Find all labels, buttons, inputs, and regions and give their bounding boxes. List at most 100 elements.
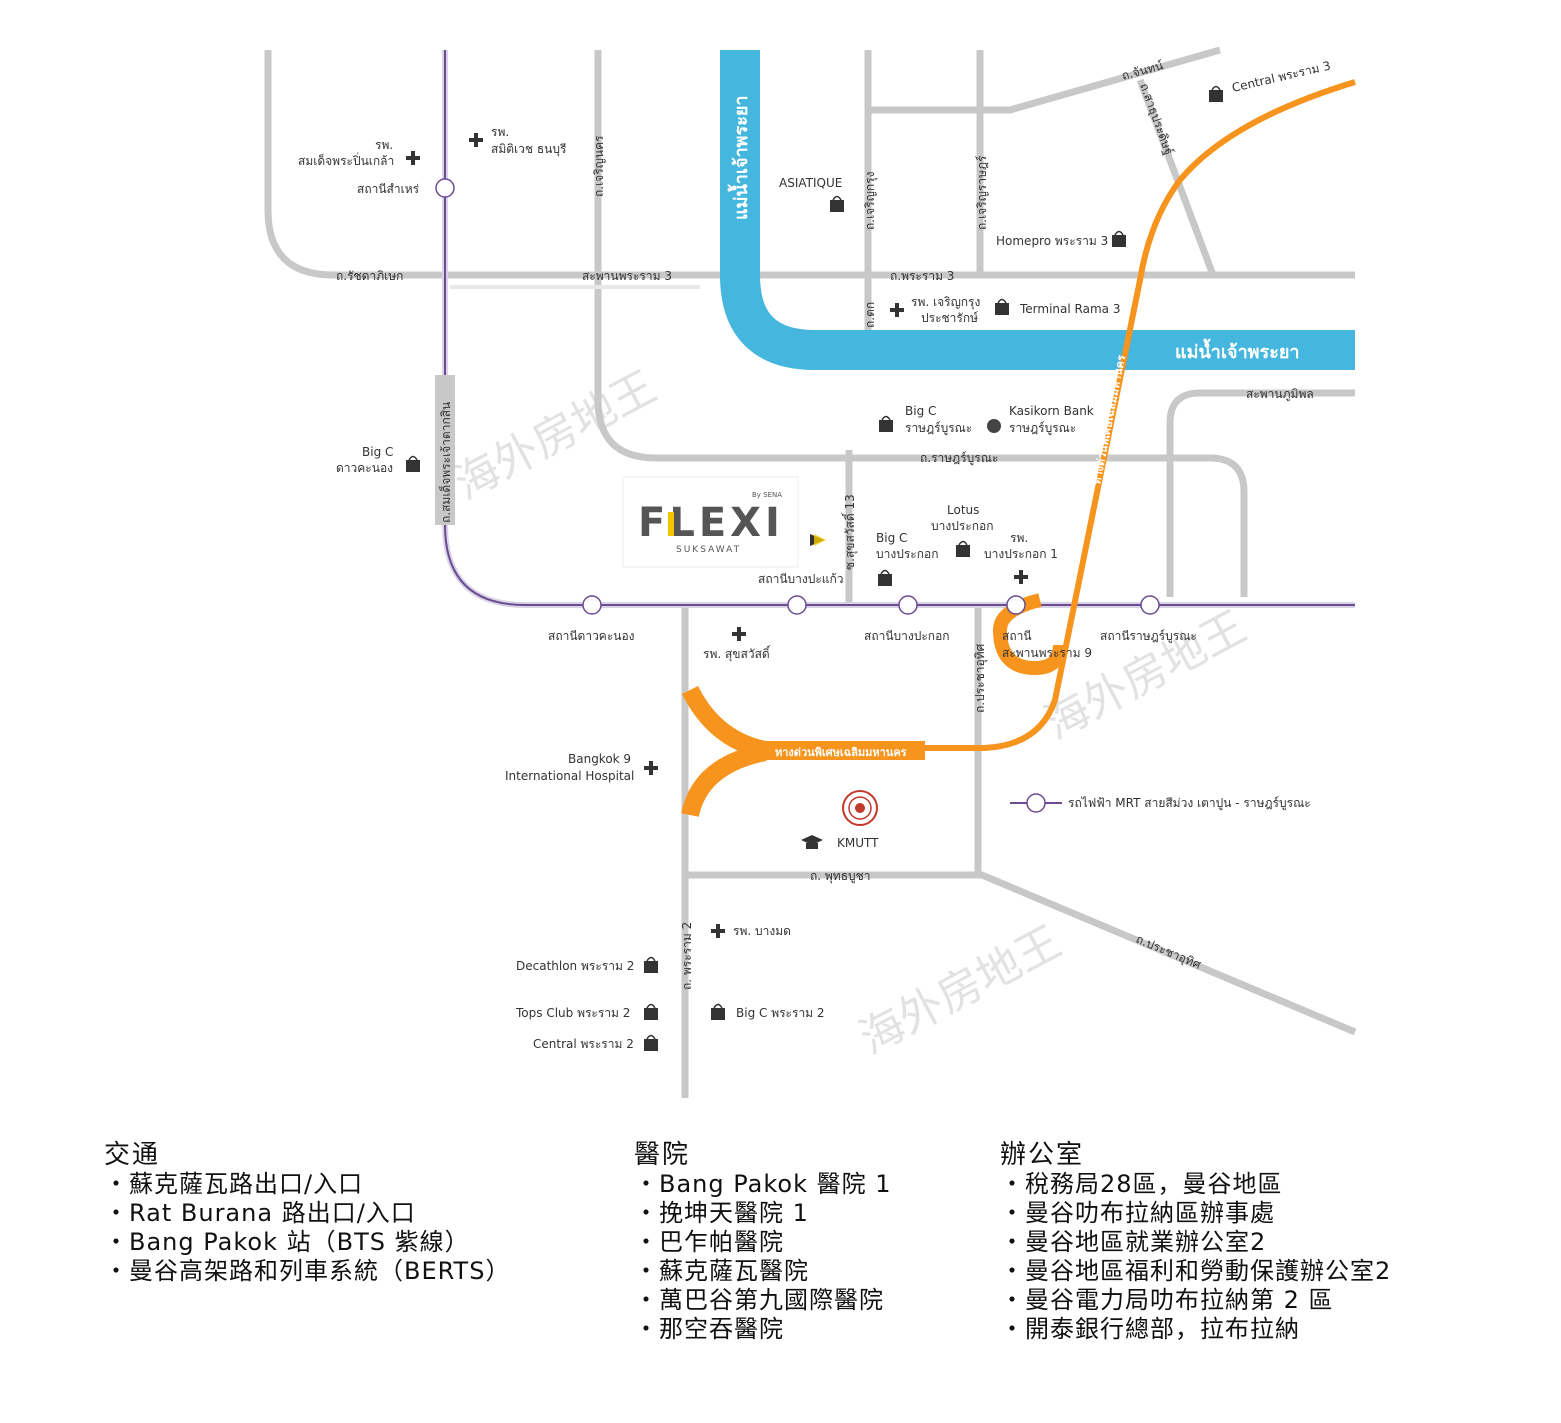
hospital-icon	[406, 151, 420, 165]
label-homepro-rama3: Homepro พระราม 3	[996, 234, 1108, 248]
list-item: ・蘇克薩瓦醫院	[634, 1257, 809, 1285]
road-charoen-nakhon: ถ.เจริญนคร	[592, 135, 606, 197]
list-item: ・Bang Pakok 醫院 1	[634, 1170, 892, 1198]
list-item: ・萬巴谷第九國際醫院	[634, 1286, 884, 1314]
road-phutthabucha: ถ. พุทธบูชา	[810, 869, 871, 884]
station-bangpakaeo	[787, 595, 807, 615]
label-hosp-somdet-1: รพ.	[375, 138, 393, 152]
label-central-rama2: Central พระราม 2	[533, 1037, 634, 1051]
label-asiatique: ASIATIQUE	[779, 176, 842, 190]
river	[720, 50, 1355, 370]
shopping-bag-icon	[406, 455, 420, 472]
legend-hospital: 醫院 ・Bang Pakok 醫院 1 ・挽坤天醫院 1 ・巴乍帕醫院 ・蘇克薩…	[634, 1140, 892, 1344]
shopping-bag-icon	[644, 1034, 658, 1051]
label-central-rama3: Central พระราม 3	[1231, 59, 1332, 95]
place-labels: Central พระราม 3 Homepro พระราม 3 ASIATI…	[298, 59, 1332, 1051]
road-rama3: ถ.พระราม 3	[890, 269, 954, 283]
label-st-bangpakaeo: สถานีบางปะแก้ว	[758, 572, 844, 586]
label-bigc-daokanong-2: ดาวคะนอง	[336, 461, 393, 475]
label-hosp-samitivej-1: รพ.	[491, 125, 509, 139]
list-item: ・巴乍帕醫院	[634, 1228, 784, 1256]
project-logo: By SENA FLEXI SUKSAWAT	[622, 476, 826, 568]
expressway	[925, 79, 1356, 751]
label-bigc-rama2: Big C พระราม 2	[736, 1006, 825, 1020]
label-hosp-bangpakok1-2: บางประกอก 1	[984, 547, 1058, 561]
road-tok: ถ.ตก	[863, 302, 877, 328]
label-st-bangpakok: สถานีบางปะกอก	[864, 629, 950, 643]
list-item: ・曼谷地區福利和勞動保護辦公室2	[1000, 1257, 1392, 1285]
station-rama9bridge	[1006, 595, 1026, 615]
expressway-interchange	[681, 685, 925, 818]
hospital-icons	[406, 133, 1028, 938]
list-item: ・曼谷電力局叻布拉納第 2 區	[1000, 1286, 1334, 1314]
station-daokanong	[582, 595, 602, 615]
label-hosp-somdet-2: สมเด็จพระปิ่นเกล้า	[298, 152, 394, 168]
mrt-legend-station-icon	[1026, 793, 1046, 813]
legend-office: 辦公室 ・稅務局28區，曼谷地區 ・曼谷叻布拉納區辦事處 ・曼谷地區就業辦公室2…	[1000, 1140, 1391, 1344]
label-kbank-2: ราษฎร์บูรณะ	[1009, 421, 1076, 436]
shopping-bag-icon	[644, 1003, 658, 1020]
expressway-label-bg	[765, 742, 925, 760]
station-samre	[435, 178, 455, 198]
mrt-line	[442, 50, 1355, 608]
label-samre-station: สถานีสำเหร่	[357, 182, 420, 196]
label-st-ratburana: สถานีราษฎร์บูรณะ	[1100, 629, 1197, 644]
road-somdet-taksin: ถ.สมเด็จพระเจ้าตากสิน	[438, 402, 453, 523]
road-bridge-rama3: สะพานพระราม 3	[582, 269, 672, 283]
road-charoen-krung: ถ.เจริญกรุง	[863, 172, 878, 230]
label-hosp-charoenkrung-1: รพ. เจริญกรุง	[911, 295, 980, 310]
shopping-bag-icon	[956, 540, 970, 557]
river-label-horizontal: แม่น้ำเจ้าพระยา	[1175, 338, 1300, 363]
label-st-daokanong: สถานีดาวคะนอง	[548, 629, 635, 643]
legend: 交通 ・蘇克薩瓦路出口/入口 ・Rat Burana 路出口/入口 ・Bang …	[0, 1140, 1561, 1423]
location-map: 海外房地王 海外房地王 海外房地王 แม่น้ำเจ้าพระยา แม่น้ำ…	[264, 46, 1357, 1098]
road-pracha-uthit-2: ถ.ประชาอุทิศ	[1133, 932, 1203, 973]
hospital-icon	[732, 627, 746, 641]
label-st-rama9bridge-1: สถานี	[1002, 629, 1032, 643]
road-ratburana: ถ.ราษฎร์บูรณะ	[920, 451, 998, 466]
label-bigc-bangpakok-1: Big C	[876, 531, 907, 545]
shopping-bag-icon	[644, 956, 658, 973]
legend-office-list: ・稅務局28區，曼谷地區 ・曼谷叻布拉納區辦事處 ・曼谷地區就業辦公室2 ・曼谷…	[1000, 1170, 1391, 1344]
legend-hospital-list: ・Bang Pakok 醫院 1 ・挽坤天醫院 1 ・巴乍帕醫院 ・蘇克薩瓦醫院…	[634, 1170, 892, 1344]
label-lotus-2: บางประกอก	[931, 519, 993, 533]
road-suksawat13: ซ.สุขสวัสดิ์ 13	[841, 494, 858, 570]
label-tops: Tops Club พระราม 2	[515, 1006, 630, 1020]
kmutt-seal-icon	[842, 790, 878, 826]
shopping-bag-icon	[878, 569, 892, 586]
list-item: ・蘇克薩瓦路出口/入口	[104, 1170, 364, 1198]
road-pracha-uthit: ถ.ประชาอุทิศ	[973, 643, 988, 713]
shopping-bag-icon	[995, 298, 1009, 315]
legend-transport-list: ・蘇克薩瓦路出口/入口 ・Rat Burana 路出口/入口 ・Bang Pak…	[104, 1170, 510, 1286]
list-item: ・挽坤天醫院 1	[634, 1199, 809, 1227]
hospital-icon	[469, 133, 483, 147]
roads	[264, 46, 1357, 1098]
shopping-bag-icon	[1209, 85, 1223, 102]
label-bigc-ratburana-1: Big C	[905, 404, 936, 418]
bank-icon	[987, 419, 1001, 433]
label-hosp-suksawat: รพ. สุขสวัสดิ์	[703, 645, 771, 662]
road-bhumibol-bridge: สะพานภูมิพล	[1246, 387, 1314, 402]
shop-icons	[406, 85, 1223, 1051]
label-terminal-rama3: Terminal Rama 3	[1019, 302, 1120, 316]
shopping-bag-icon	[711, 1003, 725, 1020]
legend-transport: 交通 ・蘇克薩瓦路出口/入口 ・Rat Burana 路出口/入口 ・Bang …	[104, 1140, 510, 1286]
label-decathlon: Decathlon พระราม 2	[516, 959, 634, 973]
expressway-label-2: ทางด่วนพิเศษเฉลิมมหานคร	[1090, 354, 1128, 486]
label-bigc-ratburana-2: ราษฎร์บูรณะ	[905, 421, 972, 436]
hospital-icon	[644, 761, 658, 775]
list-item: ・曼谷地區就業辦公室2	[1000, 1228, 1267, 1256]
watermark: 海外房地王	[851, 916, 1069, 1064]
expressway-label: ทางด่วนพิเศษเฉลิมมหานคร	[775, 746, 907, 759]
label-hosp-charoenkrung-2: ประชารักษ์	[921, 311, 978, 325]
hospital-icon	[1014, 570, 1028, 584]
hospital-icon	[890, 303, 904, 317]
road-charoen-rat: ถ.เจริญราษฎร์	[975, 155, 989, 230]
shopping-bag-icon	[1112, 230, 1126, 247]
shopping-bag-icon	[879, 415, 893, 432]
shopping-bag-icon	[830, 195, 844, 212]
list-item: ・開泰銀行總部，拉布拉納	[1000, 1315, 1300, 1343]
legend-office-title: 辦公室	[1000, 1140, 1085, 1170]
list-item: ・Bang Pakok 站（BTS 紫線）	[104, 1228, 470, 1256]
graduation-cap-icon	[801, 835, 823, 849]
